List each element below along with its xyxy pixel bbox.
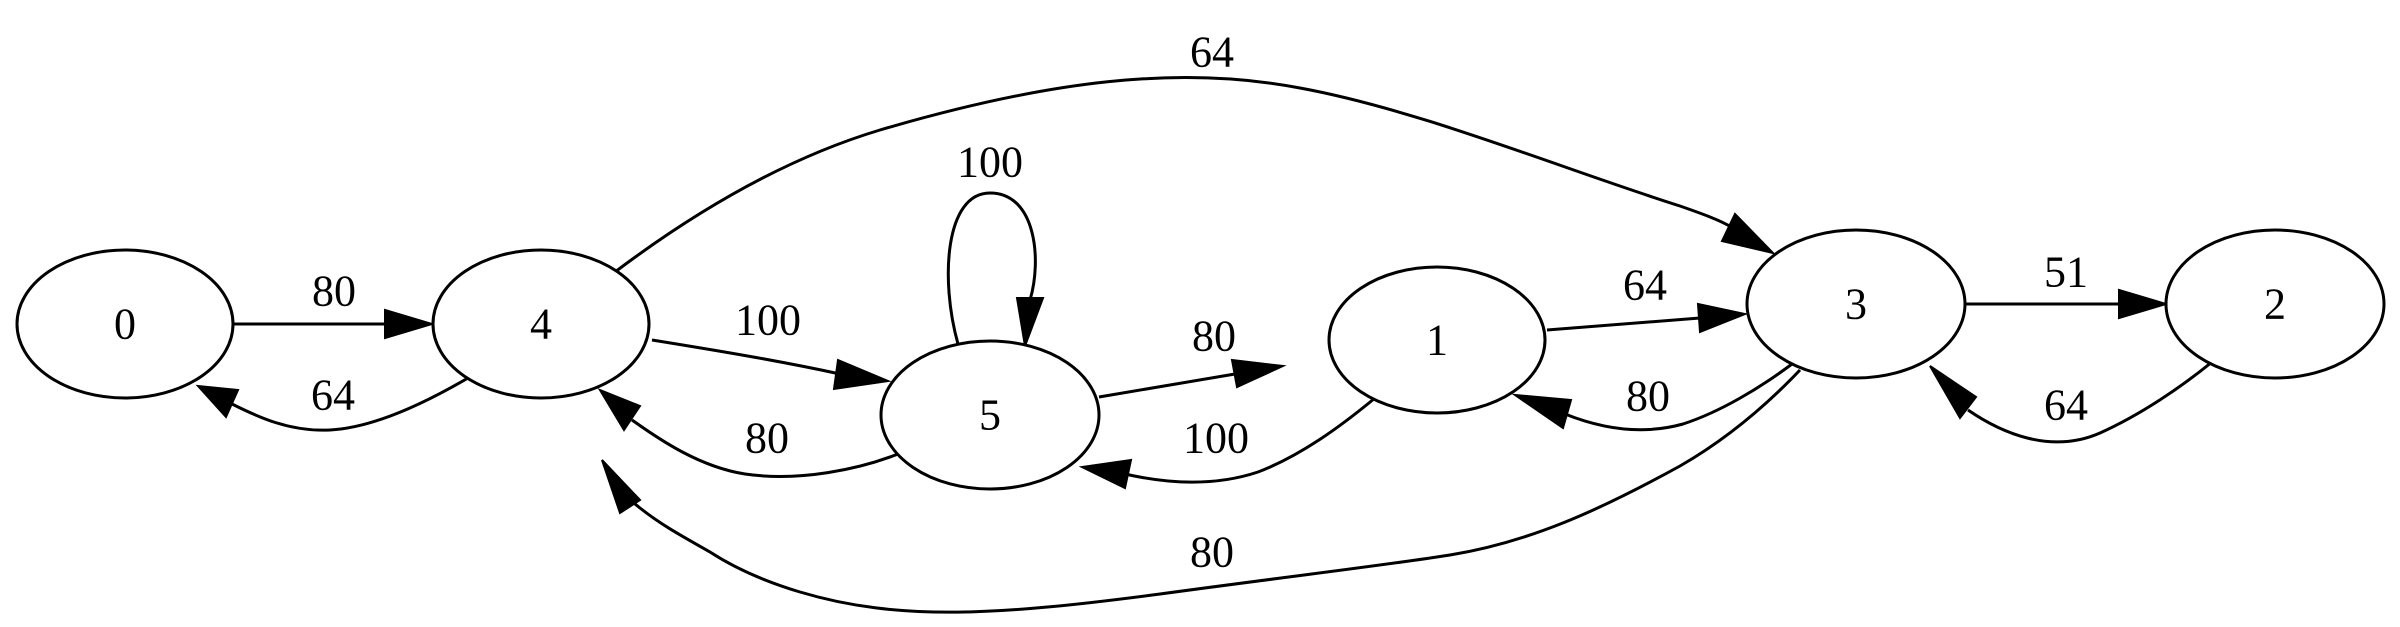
node-label-1: 1 [1426,316,1448,365]
edge-5-to-5: 100 [946,138,1045,350]
node-4: 4 [431,248,651,400]
node-label-2: 2 [2264,280,2286,329]
edge-label-5-to-4: 80 [745,414,789,463]
edge-0-to-4: 80 [233,267,436,340]
node-label-0: 0 [114,300,136,349]
node-3: 3 [1745,228,1967,380]
edge-5-to-1: 80 [1098,312,1287,399]
edge-5-to-4: 80 [597,387,899,478]
node-2: 2 [2164,228,2386,380]
edge-label-4-to-5: 100 [735,296,801,345]
node-1: 1 [1327,265,1547,415]
edge-label-5-to-1: 80 [1192,312,1236,361]
node-label-5: 5 [979,391,1001,440]
edge-4-to-3: 64 [614,28,1777,274]
edge-1-to-5: 100 [1078,396,1376,490]
edge-label-3-to-2: 51 [2044,248,2088,297]
edge-3-to-4: 80 [601,368,1802,614]
edge-label-4-to-3: 64 [1190,28,1234,77]
edge-label-1-to-5: 100 [1183,414,1249,463]
edge-3-to-2: 51 [1966,248,2170,320]
node-label-3: 3 [1845,280,1867,329]
edge-label-1-to-3: 64 [1623,261,1667,310]
node-0: 0 [15,248,235,400]
node-label-4: 4 [530,300,552,349]
edge-label-4-to-0: 64 [311,371,355,420]
edge-2-to-3: 64 [1929,360,2213,444]
edge-3-to-1: 80 [1511,362,1793,432]
edge-label-0-to-4: 80 [312,267,356,316]
nodes: 0 4 5 1 3 2 [15,228,2386,491]
edge-4-to-0: 64 [195,371,469,432]
node-5: 5 [879,339,1101,491]
edge-label-5-to-5: 100 [957,138,1023,187]
edge-4-to-5: 100 [651,296,892,391]
edge-1-to-3: 64 [1546,261,1749,334]
edge-label-3-to-1: 80 [1626,372,1670,421]
edges: 80 64 100 80 100 80 [195,28,2213,614]
edge-label-3-to-4: 80 [1190,528,1234,577]
edge-label-2-to-3: 64 [2044,381,2088,430]
